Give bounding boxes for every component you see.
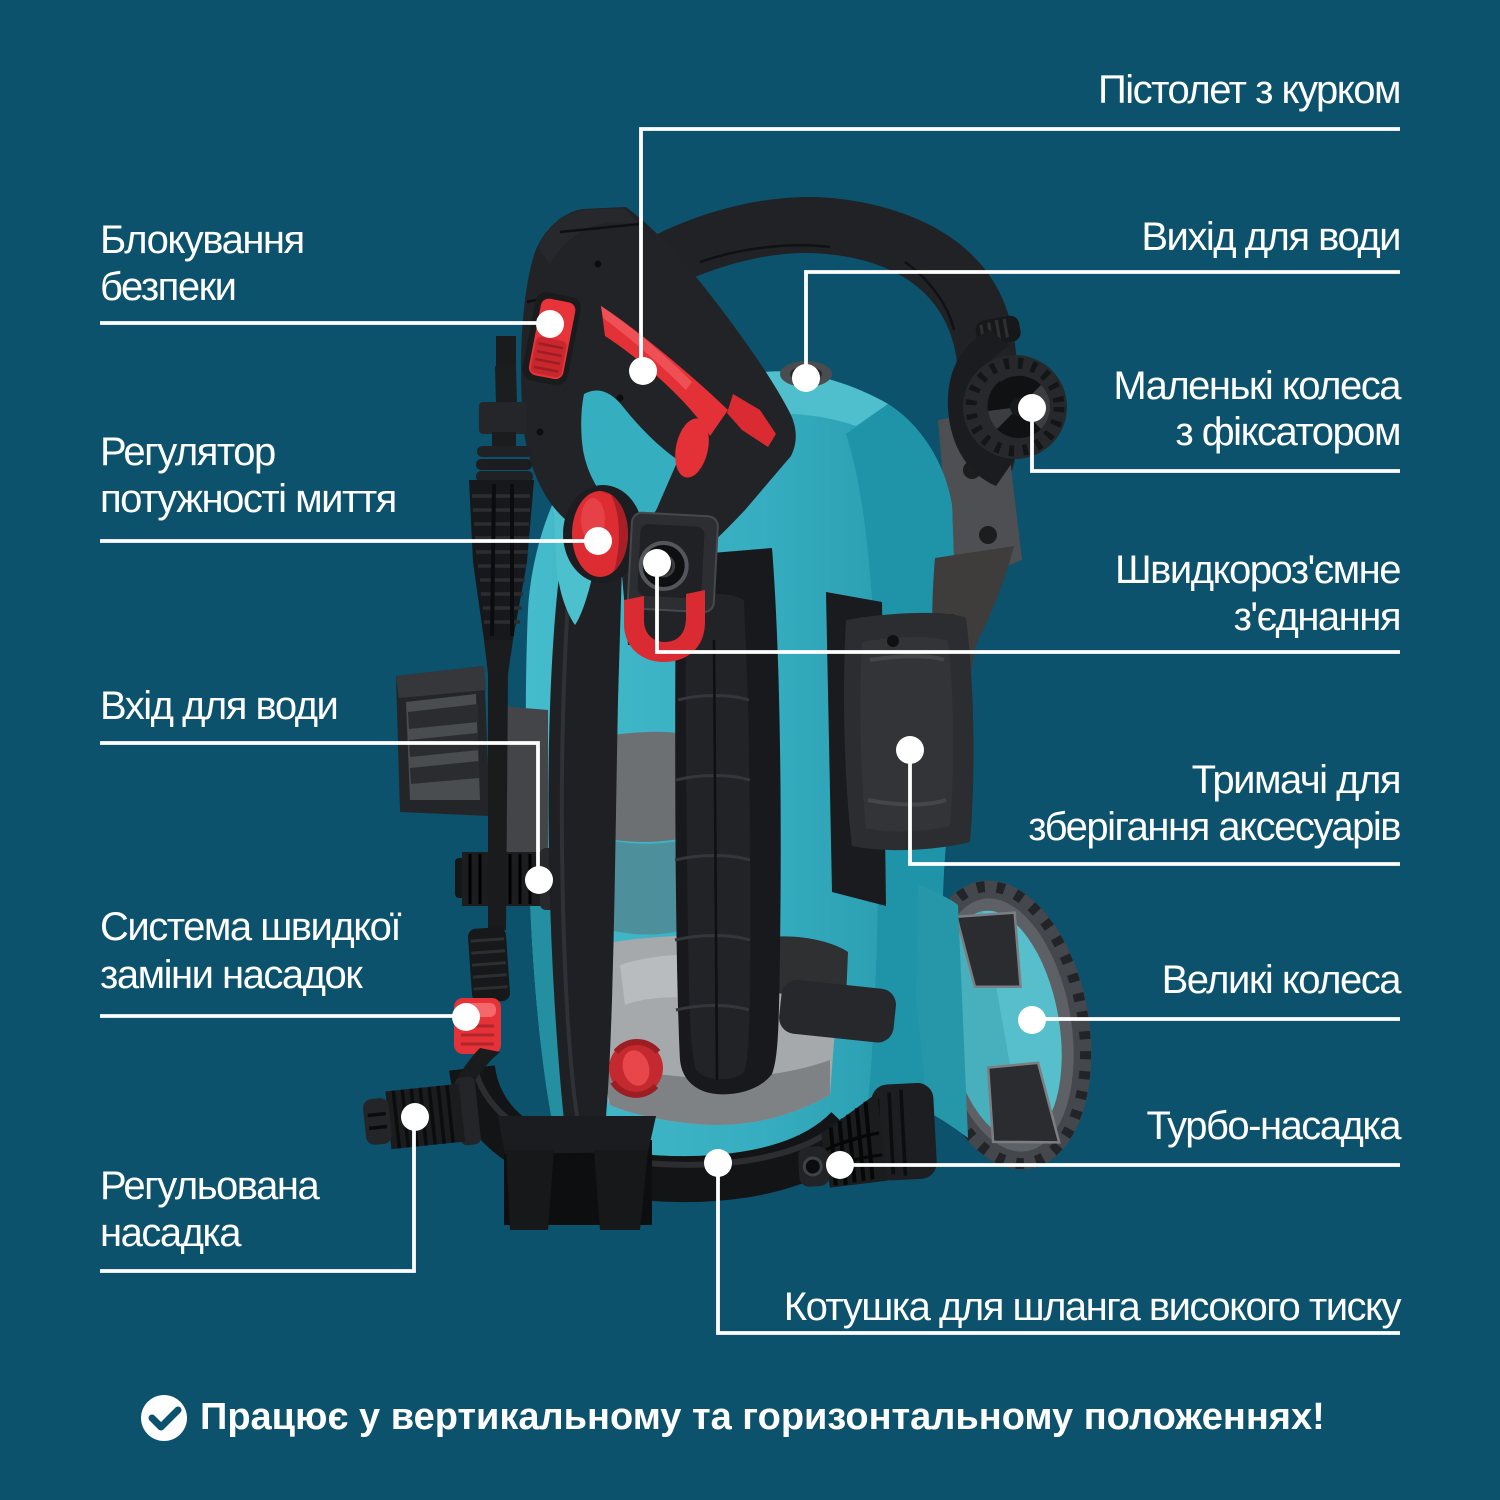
svg-text:Маленькі колеса: Маленькі колеса bbox=[1113, 364, 1402, 408]
svg-text:зберігання аксесуарів: зберігання аксесуарів bbox=[1028, 805, 1400, 849]
svg-text:Пістолет з курком: Пістолет з курком bbox=[1098, 68, 1400, 112]
svg-text:Вхід для води: Вхід для води bbox=[100, 684, 337, 728]
svg-text:Швидкороз'ємне: Швидкороз'ємне bbox=[1115, 548, 1400, 592]
svg-text:Регульована: Регульована bbox=[100, 1164, 320, 1208]
svg-text:насадка: насадка bbox=[100, 1211, 242, 1255]
svg-text:Котушка для шланга високого ти: Котушка для шланга високого тиску bbox=[784, 1285, 1402, 1329]
svg-text:заміни насадок: заміни насадок bbox=[100, 953, 363, 997]
svg-text:з'єднання: з'єднання bbox=[1234, 595, 1400, 639]
svg-text:безпеки: безпеки bbox=[100, 265, 235, 309]
svg-text:Блокування: Блокування bbox=[100, 218, 304, 262]
svg-text:Турбо-насадка: Турбо-насадка bbox=[1146, 1104, 1402, 1148]
svg-text:потужності миття: потужності миття bbox=[100, 477, 396, 521]
svg-text:з фіксатором: з фіксатором bbox=[1175, 410, 1400, 454]
svg-text:Вихід для води: Вихід для води bbox=[1141, 215, 1400, 259]
svg-text:Працює у вертикальному та гори: Працює у вертикальному та горизонтальном… bbox=[200, 1396, 1325, 1438]
svg-text:Великі колеса: Великі колеса bbox=[1162, 958, 1403, 1002]
svg-text:Тримачі для: Тримачі для bbox=[1192, 758, 1400, 802]
svg-text:Регулятор: Регулятор bbox=[100, 430, 275, 474]
svg-text:Система швидкої: Система швидкої bbox=[100, 905, 401, 949]
